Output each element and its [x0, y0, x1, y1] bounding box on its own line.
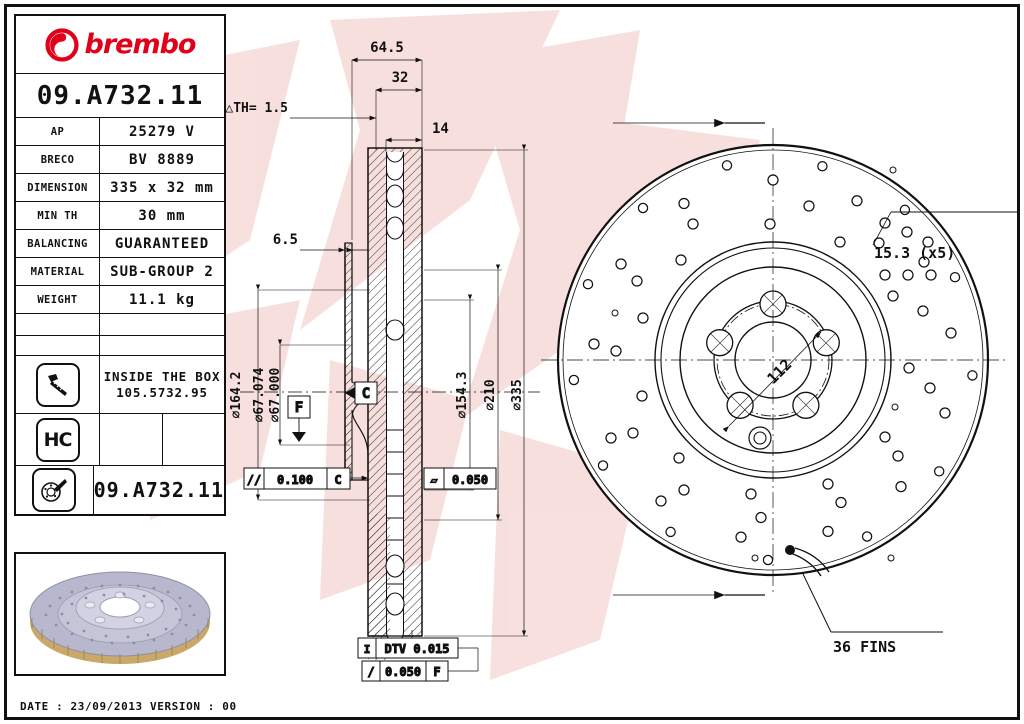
spec-row-blank-1: [16, 314, 224, 336]
dtv-value: DTV 0.015: [384, 642, 449, 656]
sheet-border: [4, 4, 1020, 720]
spec-label-breco: BRECO: [16, 146, 100, 173]
spec-row-blank-2: [16, 336, 224, 356]
inside-box-line1: INSIDE THE BOX: [103, 368, 221, 384]
disc-code-text: 09.A732.11: [93, 477, 224, 502]
spec-value-min-th: 30 mm: [138, 207, 186, 224]
part-number-row: 09.A732.11: [16, 74, 224, 118]
dim-bore-dia-max: ⌀67.074: [252, 367, 267, 422]
brake-disc-icon: [32, 468, 77, 512]
dim-delta-th: △TH= 1.5: [225, 101, 288, 116]
fcf-flatness: ▱ 0.050: [423, 467, 497, 490]
dim-vane-width: 14: [432, 121, 449, 137]
flatness-symbol: ▱: [430, 473, 438, 487]
spec-label-balancing: BALANCING: [16, 230, 100, 257]
bolt-circle-dimension: [722, 331, 822, 433]
spec-row-breco: BRECO BV 8889: [16, 146, 224, 174]
runout-symbol: /: [367, 665, 374, 679]
brembo-logo: brembo: [44, 27, 197, 62]
inside-box-icon-cell: [16, 356, 100, 413]
hc-empty-cell-left: [100, 414, 163, 465]
dim-pad-width: 32: [392, 70, 409, 86]
inside-box-line2: 105.5732.95: [116, 384, 208, 400]
spec-label-min-th: MIN TH: [16, 202, 100, 229]
spec-label-blank-2: [16, 336, 100, 355]
spec-row-dimension: DIMENSION 335 x 32 mm: [16, 174, 224, 202]
spec-row-ap: AP 25279 V: [16, 118, 224, 146]
date-version-line: DATE : 23/09/2013 VERSION : 00: [20, 700, 237, 713]
inside-the-box-row: INSIDE THE BOX 105.5732.95: [16, 356, 224, 414]
hc-icon: HC: [35, 417, 80, 462]
spec-table: brembo 09.A732.11 AP 25279 V BRECO BV 88…: [14, 14, 226, 516]
product-photo: [14, 552, 226, 676]
disc-icon-cell: [16, 466, 94, 514]
dim-bolt-face-dia: ⌀154.3: [455, 372, 470, 419]
parallelism-datum: C: [334, 473, 341, 487]
dtv-symbol: I: [364, 643, 371, 656]
fcf-dtv: I DTV 0.015: [357, 637, 459, 659]
dim-outer-disc-dia: ⌀335: [510, 379, 525, 410]
spec-row-material: MATERIAL SUB-GROUP 2: [16, 258, 224, 286]
center-bore: [734, 321, 812, 399]
spec-value-blank-2: [100, 336, 224, 355]
hc-row: HC: [16, 414, 224, 466]
small-holes: [611, 166, 899, 562]
dim-bore-dia-min: ⌀67.000: [268, 367, 283, 422]
hc-empty-cell-right: [163, 414, 225, 465]
spec-row-min-th: MIN TH 30 mm: [16, 202, 224, 230]
fcf-parallelism: // 0.100 C: [243, 467, 368, 490]
disc-code-row: 09.A732.11: [16, 466, 224, 514]
fcf-runout: / 0.050 F: [361, 660, 449, 682]
datum-f-label: F: [295, 400, 303, 416]
hc-icon-cell: HC: [16, 414, 100, 465]
spec-value-dimension: 335 x 32 mm: [110, 179, 214, 196]
brembo-mark-icon: [44, 27, 79, 62]
spec-value-ap: 25279 V: [128, 123, 195, 140]
screw-icon: [35, 362, 80, 407]
flatness-value: 0.050: [452, 473, 488, 487]
spec-value-material: SUB-GROUP 2: [110, 263, 214, 280]
inside-box-text: INSIDE THE BOX 105.5732.95: [100, 356, 224, 413]
spec-value-breco: BV 8889: [128, 151, 195, 168]
hc-empty-cells: [100, 414, 224, 465]
spec-label-material: MATERIAL: [16, 258, 100, 285]
spec-label-weight: WEIGHT: [16, 286, 100, 313]
spec-label-blank-1: [16, 314, 100, 335]
datum-c-label: C: [362, 386, 370, 402]
spec-label-dimension: DIMENSION: [16, 174, 100, 201]
runout-datum: F: [433, 665, 440, 679]
parallelism-symbol: //: [247, 473, 261, 487]
hole-callout-leader: [872, 211, 1018, 246]
dim-overall-width: 64.5: [370, 40, 404, 56]
dim-outer-hat-dia: ⌀164.2: [229, 372, 244, 419]
runout-value: 0.050: [385, 665, 421, 679]
fins-leader: [786, 547, 943, 633]
part-number-main: 09.A732.11: [36, 80, 204, 111]
spec-row-balancing: BALANCING GUARANTEED: [16, 230, 224, 258]
spec-value-weight: 11.1 kg: [128, 291, 195, 308]
dim-inner-disc-dia: ⌀210: [483, 379, 498, 410]
spec-label-ap: AP: [16, 118, 100, 145]
drilled-holes: [568, 160, 978, 566]
spec-value-blank-1: [100, 314, 224, 335]
brand-logo-row: brembo: [16, 16, 224, 74]
dim-hat-step: 6.5: [273, 232, 298, 248]
brembo-wordmark: brembo: [84, 29, 197, 60]
fins-callout-label: 36 FINS: [833, 638, 896, 656]
parallelism-value: 0.100: [277, 473, 313, 487]
hole-callout-label: 15.3 (x5): [874, 244, 955, 262]
spec-row-weight: WEIGHT 11.1 kg: [16, 286, 224, 314]
spec-value-balancing: GUARANTEED: [114, 235, 210, 252]
